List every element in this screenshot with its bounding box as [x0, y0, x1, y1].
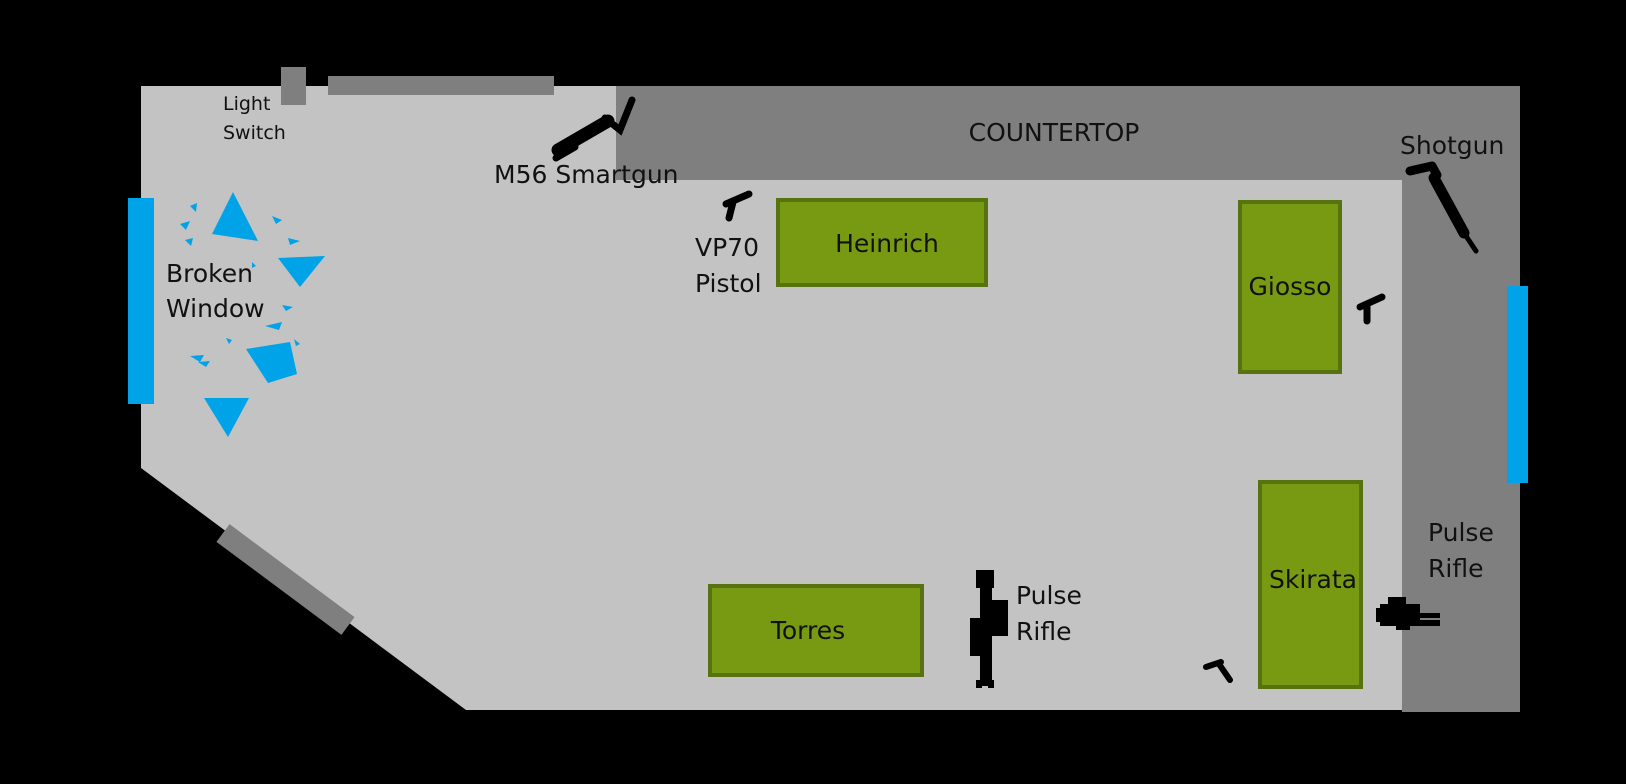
pulse-rifle-label-right-line-2: Rifle [1428, 554, 1483, 583]
table-torres[interactable]: Torres [708, 584, 924, 677]
table-label-skirata: Skirata [1269, 565, 1357, 594]
right-window [1507, 286, 1528, 483]
table-giosso[interactable]: Giosso [1238, 200, 1342, 374]
table-label-heinrich: Heinrich [835, 229, 939, 258]
wall-shelf [328, 76, 554, 95]
smartgun-icon[interactable] [551, 96, 636, 162]
table-label-torres: Torres [770, 616, 845, 645]
pistol-label: VP70 Pistol [695, 233, 767, 298]
table-skirata[interactable]: Skirata [1258, 480, 1363, 689]
pulse-rifle-label-center-line-1: Pulse [1016, 581, 1082, 610]
pistol-icon[interactable] [722, 190, 753, 222]
light-switch-label: Light Switch [223, 93, 286, 144]
light-switch-label-line-1: Light [223, 93, 270, 115]
glass-shards-icon [180, 192, 325, 437]
table-heinrich[interactable]: Heinrich [776, 198, 988, 287]
light-switch[interactable] [281, 67, 306, 105]
door[interactable] [216, 524, 355, 635]
broken-window-label-line-1: Broken [166, 259, 253, 288]
room-floor [141, 86, 1402, 710]
pistol-icon[interactable] [1203, 659, 1233, 683]
pulse-rifle-label-center: Pulse Rifle [1016, 581, 1090, 646]
broken-window-label-line-2: Window [166, 294, 265, 323]
pulse-rifle-icon[interactable] [970, 570, 1008, 688]
broken-window-label: Broken Window [166, 259, 265, 323]
light-switch-label-line-2: Switch [223, 122, 286, 144]
pistol-label-line-1: VP70 [695, 233, 759, 262]
pulse-rifle-icon[interactable] [1376, 597, 1440, 630]
countertop [616, 86, 1520, 712]
countertop-label: COUNTERTOP [969, 118, 1140, 147]
pistol-label-line-2: Pistol [695, 269, 762, 298]
shotgun-label: Shotgun [1400, 131, 1504, 160]
smartgun-label: M56 Smartgun [494, 160, 679, 189]
pulse-rifle-label-center-line-2: Rifle [1016, 617, 1071, 646]
pulse-rifle-label-right: Pulse Rifle [1428, 518, 1502, 583]
pulse-rifle-label-right-line-1: Pulse [1428, 518, 1494, 547]
table-label-giosso: Giosso [1249, 272, 1332, 301]
shotgun-icon[interactable] [1405, 161, 1479, 254]
left-window [128, 198, 154, 404]
pistol-icon[interactable] [1356, 293, 1386, 325]
